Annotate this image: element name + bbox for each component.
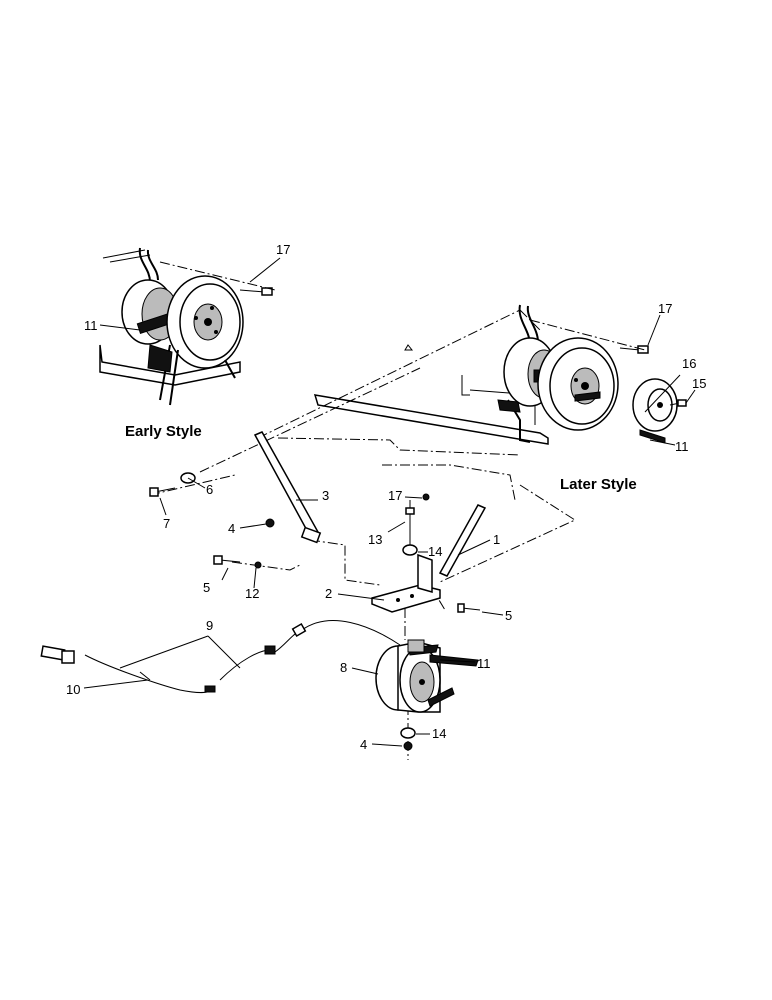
- callout-3: 3: [322, 488, 329, 503]
- leader-lines: [83, 257, 696, 747]
- callout-11-later: 11: [675, 439, 689, 454]
- early-style-caption: Early Style: [125, 423, 202, 440]
- later-style-caption: Later Style: [560, 476, 637, 493]
- callout-17-center: 17: [388, 488, 402, 503]
- callout-8: 8: [340, 660, 347, 675]
- bracket-2: [371, 553, 441, 613]
- callout-11-early: 11: [84, 318, 98, 333]
- callout-2: 2: [325, 586, 332, 601]
- callout-17-later: 17: [658, 301, 672, 316]
- callout-16: 16: [682, 356, 696, 371]
- callout-15: 15: [692, 376, 706, 391]
- clutch-8: [375, 639, 479, 713]
- callout-14-upper: 14: [428, 544, 442, 559]
- rod-1: [438, 504, 487, 577]
- callout-5-left: 5: [203, 580, 210, 595]
- callout-4-lower: 4: [360, 737, 367, 752]
- callout-6: 6: [206, 482, 213, 497]
- early-style-assembly: [99, 247, 276, 406]
- callout-1: 1: [493, 532, 500, 547]
- rod-3: [253, 431, 322, 544]
- later-style-assembly: [313, 304, 687, 445]
- callout-9: 9: [206, 618, 213, 633]
- callout-5-right: 5: [505, 608, 512, 623]
- callout-4-upper: 4: [228, 521, 235, 536]
- callout-13: 13: [368, 532, 382, 547]
- callout-10: 10: [66, 682, 80, 697]
- callout-7: 7: [163, 516, 170, 531]
- callout-14-lower: 14: [432, 726, 446, 741]
- callout-17-early: 17: [276, 242, 290, 257]
- callout-11-lower: 11: [477, 656, 491, 671]
- callout-12: 12: [245, 586, 259, 601]
- wire-harness: [40, 620, 401, 694]
- deck-outline: [149, 309, 577, 760]
